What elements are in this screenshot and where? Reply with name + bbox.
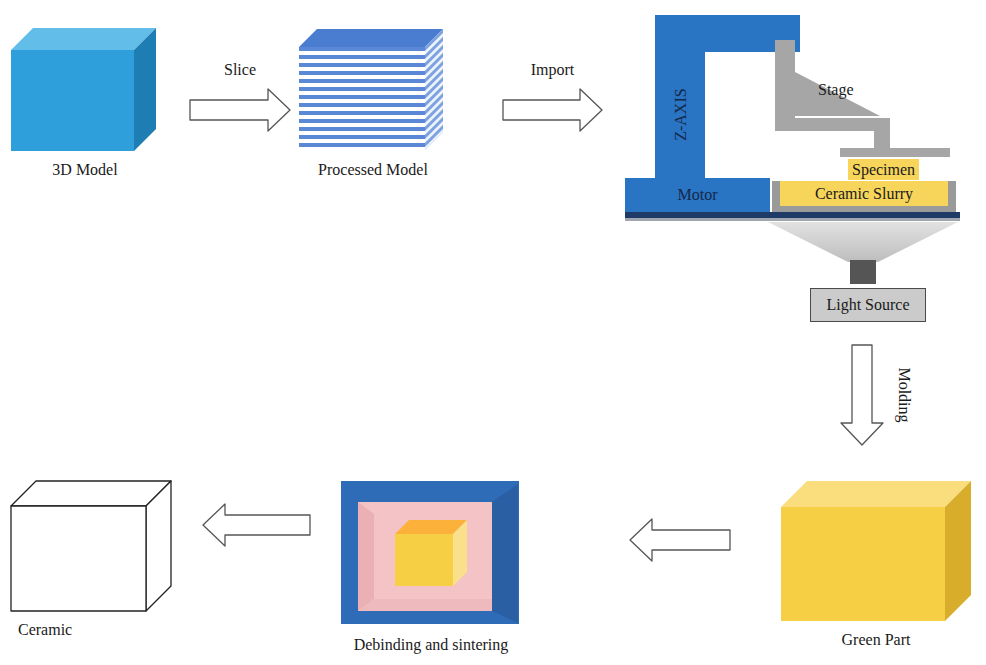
slice-layer [299,71,425,75]
sliced-model-drawing [298,28,445,152]
slice-layer [299,127,425,131]
slice-layer [299,119,425,123]
node-label: Light Source [826,295,909,314]
slice-layer [299,91,425,95]
slice-layer [299,143,425,147]
edge-label: Molding [894,367,913,422]
light-cone [768,222,958,262]
edge-label: Slice [224,60,256,79]
furnace-side [492,484,518,623]
slice-layer [299,131,425,135]
specimen-box: Specimen [848,159,919,180]
cube-front [781,507,945,621]
block-arrow [190,89,290,131]
part-label: Stage [818,80,854,99]
light-source-box: Light Source [810,288,926,322]
slice-layer [299,107,425,111]
slice-layer [299,135,425,139]
cube-front [11,506,146,611]
slice-layer [299,79,425,83]
furnace-floor [358,599,492,611]
slice-layer [299,147,425,150]
slice-layer-side [425,129,443,150]
cube-side [146,481,171,611]
cube-side [134,28,156,151]
slice-layer-side [425,125,443,147]
base-plate-edge [625,218,960,221]
green-part-cube-drawing [780,480,972,622]
cube-side [945,481,971,621]
furnace-chamber [358,502,492,611]
green-part-cube: Green Part [780,480,972,649]
slice-layer [299,139,425,143]
furnace-body [341,481,519,624]
block-arrow [630,519,730,561]
node-caption: Processed Model [318,160,428,179]
model-cube-drawing [10,27,157,152]
base-plate [625,212,960,218]
furnace: Debinding and sintering [340,480,522,654]
cube-front [11,50,134,151]
slice-layer [299,59,425,63]
light-nozzle [850,260,876,284]
slice-layer [299,111,425,115]
slice-layer [299,99,425,103]
edge-label: Import [531,60,575,79]
slice-layer [299,63,425,67]
slice-layer [299,95,425,99]
node-label: Ceramic Slurry [815,184,913,203]
build-platform [840,148,950,157]
stack-side [425,29,443,150]
furnace-wall [358,502,374,611]
cube-side [453,520,467,586]
motor-box: Motor [625,178,770,212]
block-arrow [503,89,602,131]
node-caption: Ceramic [18,620,72,639]
slurry-tray: Ceramic Slurry [772,181,956,212]
slice-layer [299,123,425,127]
node-label: Z-AXIS [670,89,689,141]
stage-wedge [795,72,880,116]
slice-layer [299,83,425,87]
slice-layer [299,55,425,59]
node-caption: 3D Model [52,160,117,179]
cube-front [395,534,453,586]
cube-top [781,481,971,507]
block-arrow [841,345,883,445]
ceramic-cube-drawing [10,480,172,612]
slice-layer [299,75,425,79]
model-cube: 3D Model [10,27,160,179]
slice-layer [299,103,425,107]
ceramic-cube: Ceramic [10,480,175,639]
slice-layer [299,67,425,71]
node-caption: Green Part [842,630,911,649]
furnace-drawing [340,480,522,627]
node-label: Motor [678,185,718,204]
stack-top [299,29,443,47]
block-arrow [203,504,310,546]
node-caption: Debinding and sintering [354,635,509,654]
slice-layer [299,115,425,119]
cube-top [11,481,171,506]
slice-layer [299,87,425,91]
z-axis-column: Z-AXIS [655,52,705,178]
node-label: Specimen [852,160,915,179]
cube-top [11,28,156,50]
slice-layer [299,51,425,55]
sliced-model: Processed Model [298,28,448,179]
slice-layer [299,47,425,51]
stage-arm [775,40,890,150]
